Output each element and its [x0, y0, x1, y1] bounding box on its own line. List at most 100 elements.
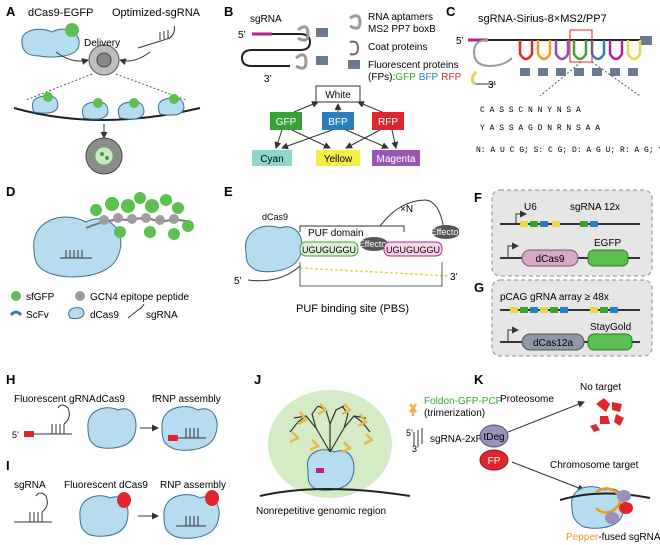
- c-end-box: [640, 36, 652, 45]
- sungfp-array: [85, 192, 194, 240]
- d-sgrna-label: sgRNA: [146, 310, 178, 321]
- sfgfp-legend-icon: [11, 291, 21, 301]
- coat-protein-legend-icon: [349, 40, 360, 56]
- bfp-box: [322, 112, 354, 130]
- sgrna-hairpin-icon: [137, 25, 175, 49]
- degraded-fragments: [590, 398, 624, 432]
- panel-c-label: C: [446, 4, 456, 19]
- panel-d: D sfGFP GCN4 epitope peptide ScFv dCas9 …: [6, 184, 194, 321]
- panel-i-label: I: [6, 458, 10, 473]
- svg-text:UGUGUGGU: UGUGUGGU: [302, 245, 356, 255]
- coat-protein-box: [316, 56, 328, 65]
- sirius-title: sgRNA-Sirius-8×MS2/PP7: [478, 13, 607, 25]
- i-rnp-complex: [163, 494, 220, 539]
- panel-e: E dCas9 5’ 3’ PUF domain ×N UGUGUGGU Eff…: [224, 184, 461, 315]
- j-dcas9: [306, 449, 355, 491]
- g-promoter-arrow: [507, 326, 519, 342]
- gcn4-label: GCN4 epitope peptide: [90, 292, 189, 303]
- no-target-label: No target: [580, 382, 621, 393]
- chromosome-target-label: Chromosome target: [550, 460, 639, 471]
- delivery-arrow-left: [55, 51, 89, 65]
- bound-dcas9-array: [31, 92, 185, 120]
- staygold-label: StayGold: [590, 322, 631, 333]
- sgrna12-label: sgRNA 12x: [570, 202, 620, 213]
- c-zoom-left: [539, 61, 582, 97]
- egfp-dot: [65, 23, 79, 37]
- trimerization-label: (trimerization): [424, 408, 485, 419]
- c-sequence-top: C A S S C N N Y N S A: [480, 106, 581, 115]
- panel-j-label: J: [254, 372, 261, 387]
- sirius-hairpins: [518, 40, 642, 61]
- optimized-sgrna-label: Optimized-sgRNA: [112, 7, 201, 19]
- tdeg-blob: [479, 424, 509, 448]
- foldon-label: Foldon-GFP-PCP: [424, 396, 503, 407]
- zoom-line-left: [25, 73, 93, 101]
- sgrna-2xpp7-label: sgRNA-2xPP7: [430, 434, 495, 445]
- sgrna-legend-icon: [127, 303, 145, 319]
- coat-proteins-label: Coat proteins: [368, 42, 427, 53]
- panel-f-label: F: [474, 190, 482, 205]
- cyan-label: Cyan: [260, 154, 283, 165]
- aptamer-hairpins: [295, 25, 310, 70]
- panel-d-label: D: [6, 184, 15, 199]
- scfv-label: ScFv: [26, 310, 49, 321]
- h-frnp-fluorophore: [168, 435, 178, 441]
- sgrna-label: sgRNA: [250, 14, 282, 25]
- k-stabilization-arrow: [511, 461, 585, 492]
- dcas9-egfp-label: dCas9-EGFP: [28, 7, 93, 19]
- frnp-label: fRNP assembly: [152, 394, 221, 405]
- cyan-box: [252, 150, 292, 166]
- panel-j: J Foldon-GFP-PCP (trimerization) 5’ 3’ s…: [254, 372, 503, 517]
- rfp-box-label: RFP: [378, 117, 398, 128]
- panel-e-label: E: [224, 184, 233, 199]
- puf-sequence-right: UGUGUGGU: [383, 241, 443, 257]
- k-tdeg-bound: [617, 490, 631, 502]
- imaged-nucleus: [94, 146, 114, 166]
- nonrepetitive-region-label: Nonrepetitive genomic region: [256, 506, 386, 517]
- i-sgrna-label: sgRNA: [14, 480, 46, 491]
- h-grna-hairpin: [34, 404, 72, 435]
- u6-label: U6: [524, 202, 537, 213]
- i-rnp-grna: [176, 516, 206, 527]
- f-dcas9-label: dCas9: [536, 254, 565, 265]
- gfp-box: [270, 112, 302, 130]
- c-five-prime: 5’: [456, 36, 464, 47]
- e-dcas9-label: dCas9: [262, 212, 288, 222]
- panel-k: K Proteosome No target tDeg FP Chromosom…: [474, 372, 660, 543]
- sfgfp-label: sfGFP: [26, 292, 55, 303]
- e-dcas9: [245, 225, 303, 273]
- j-five-prime: 5’: [406, 428, 413, 438]
- k-fp-bound: [619, 502, 633, 514]
- zoom-line-right: [115, 73, 187, 101]
- d-dcas9: [33, 216, 122, 278]
- d-dcas9-label: dCas9: [90, 310, 119, 321]
- pbs-bracket: [299, 262, 443, 287]
- c-sequence-bottom: Y A S S A G D N R N S A A: [480, 124, 600, 133]
- c-nucleotide-legend: N: A U C G; S: C G; D: A G U; R: A G; Y:…: [476, 146, 660, 155]
- coat-protein-box: [316, 28, 328, 37]
- c-three-prime: 3’: [488, 80, 496, 91]
- three-prime-label: 3’: [264, 74, 272, 85]
- k-chromosome: [559, 492, 651, 501]
- staygold-box: [587, 333, 633, 351]
- i-rnp-tag: [205, 490, 219, 506]
- k-degradation-arrow: [507, 400, 585, 433]
- panel-k-label: K: [474, 372, 484, 387]
- locus-spot: [100, 152, 104, 156]
- i-dcas9: [79, 495, 129, 537]
- rfp-box: [372, 112, 404, 130]
- locus-spot: [105, 156, 109, 160]
- proteosome-label: Proteosome: [500, 394, 554, 405]
- c-scaffold: [471, 39, 513, 85]
- five-prime-label: 5’: [238, 30, 246, 41]
- dcas12a-label: dCas12a: [533, 338, 573, 349]
- c-tail: [470, 70, 478, 85]
- panel-a: A dCas9-EGFP Optimized-sgRNA Delivery: [6, 4, 201, 175]
- h-frnp-grna: [176, 428, 206, 439]
- u6-promoter-arrow: [515, 210, 527, 224]
- panel-h: H Fluorescent gRNA dCas9 fRNP assembly 5…: [6, 372, 221, 451]
- yellow-box: [316, 150, 360, 166]
- panel-f: F U6 sgRNA 12x dCas9 EGFP: [474, 189, 653, 277]
- egfp-box: [587, 249, 629, 267]
